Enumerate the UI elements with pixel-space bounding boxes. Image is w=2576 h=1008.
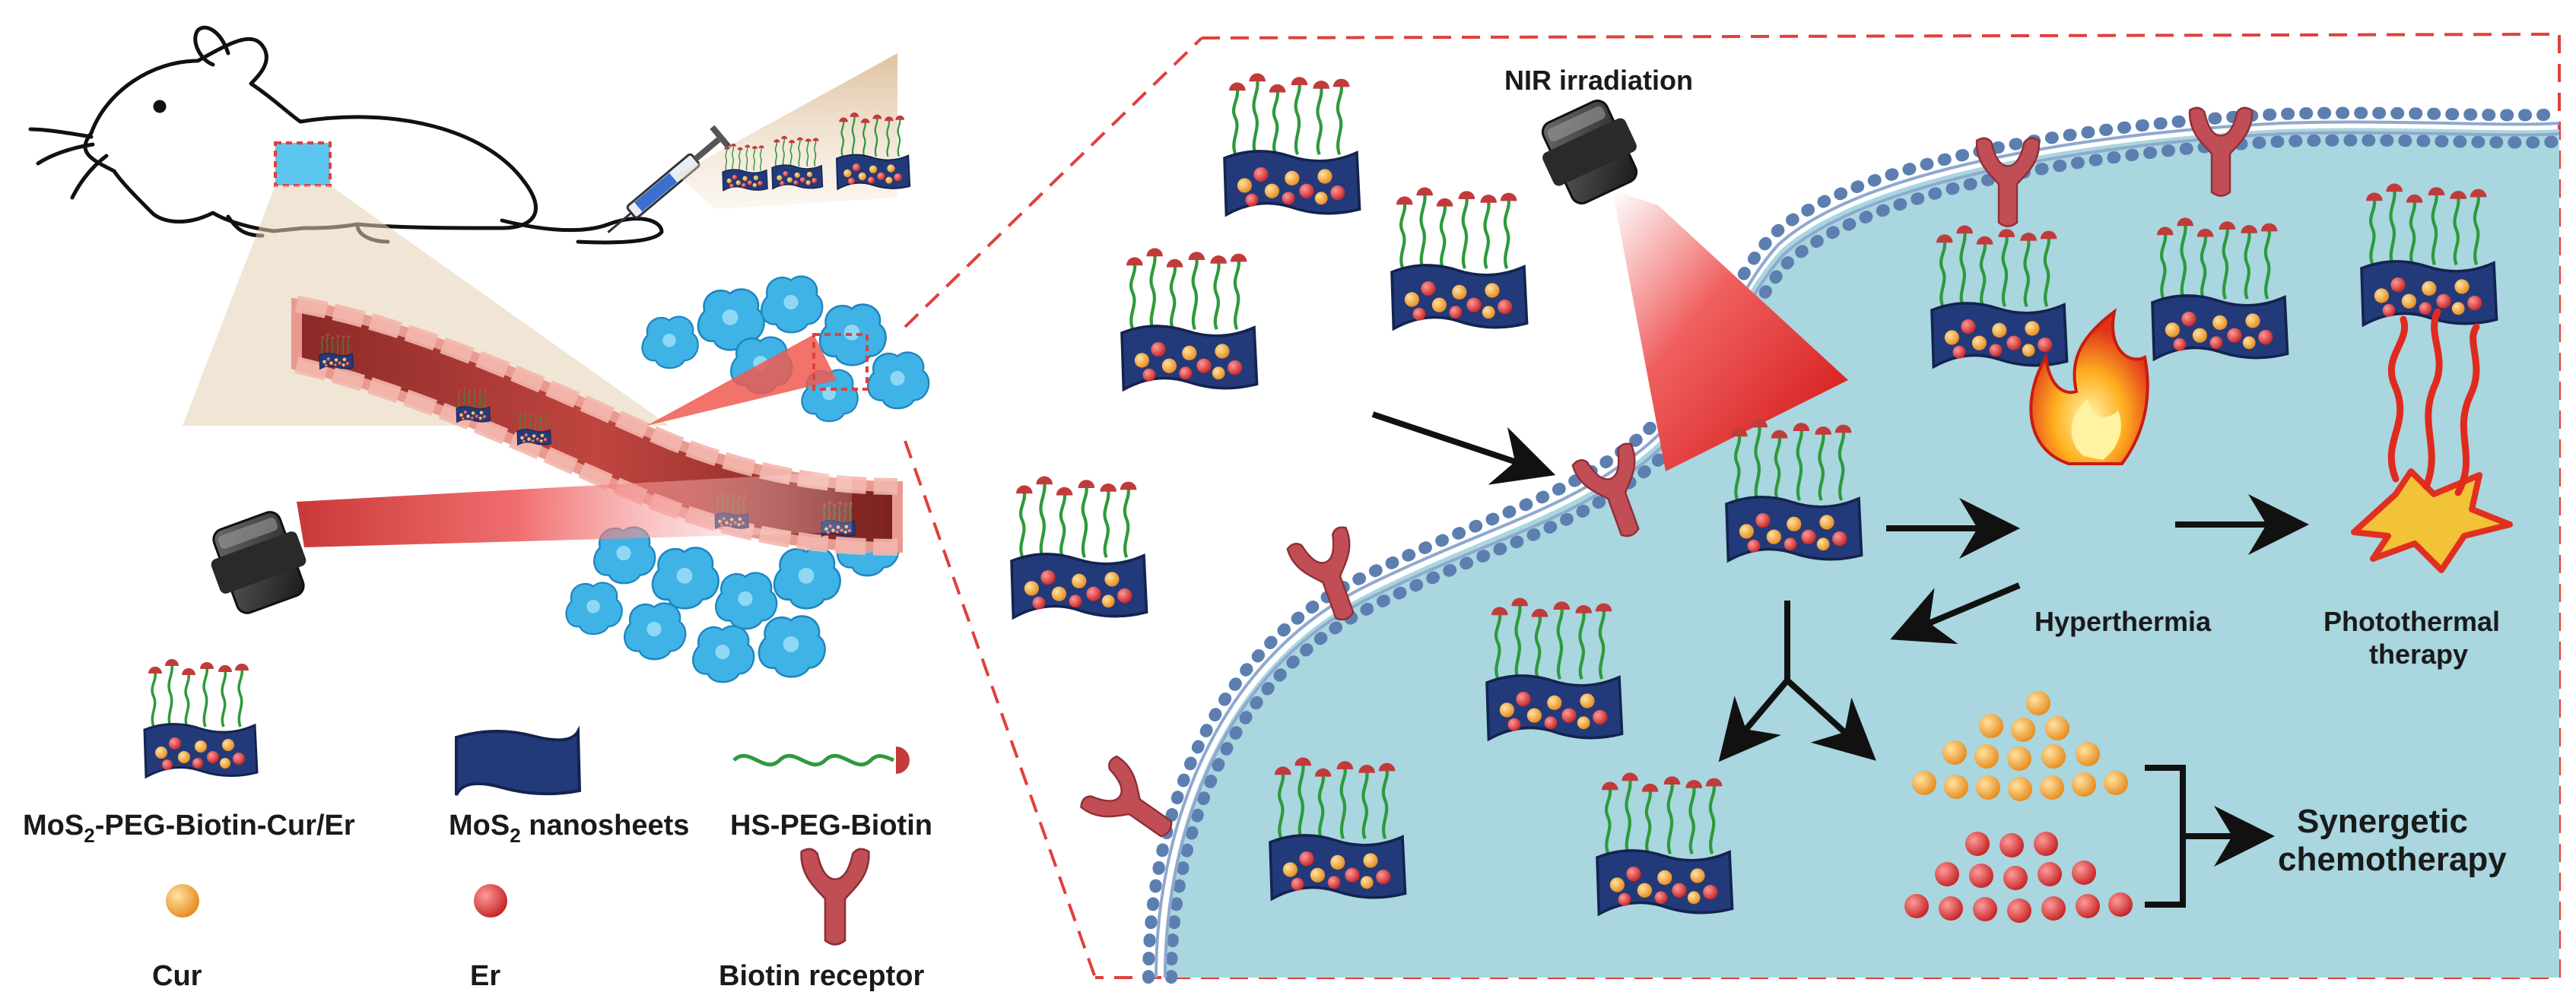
nanocomplex-extra-3 [1122, 248, 1257, 389]
legend-peg-icon [732, 746, 910, 774]
legend-er-icon [474, 884, 507, 918]
nir-laser-icon [1528, 91, 1651, 213]
cur-drug-pile [1912, 691, 2128, 801]
nir-label: NIR irradiation [1504, 65, 1693, 96]
legend-peg-label: HS-PEG-Biotin [730, 810, 932, 842]
legend-complex-icon [143, 658, 259, 778]
bracket-arrow [2145, 765, 2275, 908]
legend-cur-icon [166, 884, 199, 918]
nanocomplex-extra-1 [1224, 73, 1360, 214]
synergetic-label-line1: Synergetic [2297, 803, 2468, 840]
photothermal-label-line2: therapy [2369, 639, 2468, 670]
laser-device-left-icon [199, 504, 318, 621]
hyperthermia-label: Hyperthermia [2034, 606, 2212, 637]
legend-er-label: Er [470, 960, 500, 992]
legend-nanosheet-label: MoS2 nanosheets [449, 810, 689, 847]
tumor-zoom-marker [812, 333, 869, 391]
legend: MoS2-PEG-Biotin-Cur/Er MoS2 nanosheets H… [23, 658, 932, 992]
nanocomplex-extra-2 [1392, 187, 1527, 328]
legend-complex-label: MoS2-PEG-Biotin-Cur/Er [23, 810, 355, 847]
heat-burst-icon [2351, 308, 2513, 573]
nir-beam [1612, 190, 1848, 471]
photothermal-label-line1: Photothermal [2323, 606, 2500, 637]
nanocomplex-extra-4 [1012, 476, 1147, 617]
flame-icon [2029, 308, 2149, 465]
syringe-icon [607, 125, 732, 233]
mouse-illustration [28, 25, 664, 245]
laser-beam-upper [646, 334, 837, 426]
process-arrows [1371, 411, 2309, 645]
split-arrow [1718, 601, 1876, 762]
synergetic-label-line2: chemotherapy [2278, 841, 2507, 878]
receptor-membrane-3 [1078, 753, 1188, 857]
legend-receptor-label: Biotin receptor [719, 960, 924, 992]
legend-cur-label: Cur [152, 960, 202, 992]
legend-nanosheet-icon [455, 725, 582, 796]
laser-beam-left [297, 471, 852, 547]
tumor-site-marker [274, 141, 332, 187]
legend-receptor-icon [800, 848, 870, 946]
er-drug-pile [1904, 832, 2133, 923]
